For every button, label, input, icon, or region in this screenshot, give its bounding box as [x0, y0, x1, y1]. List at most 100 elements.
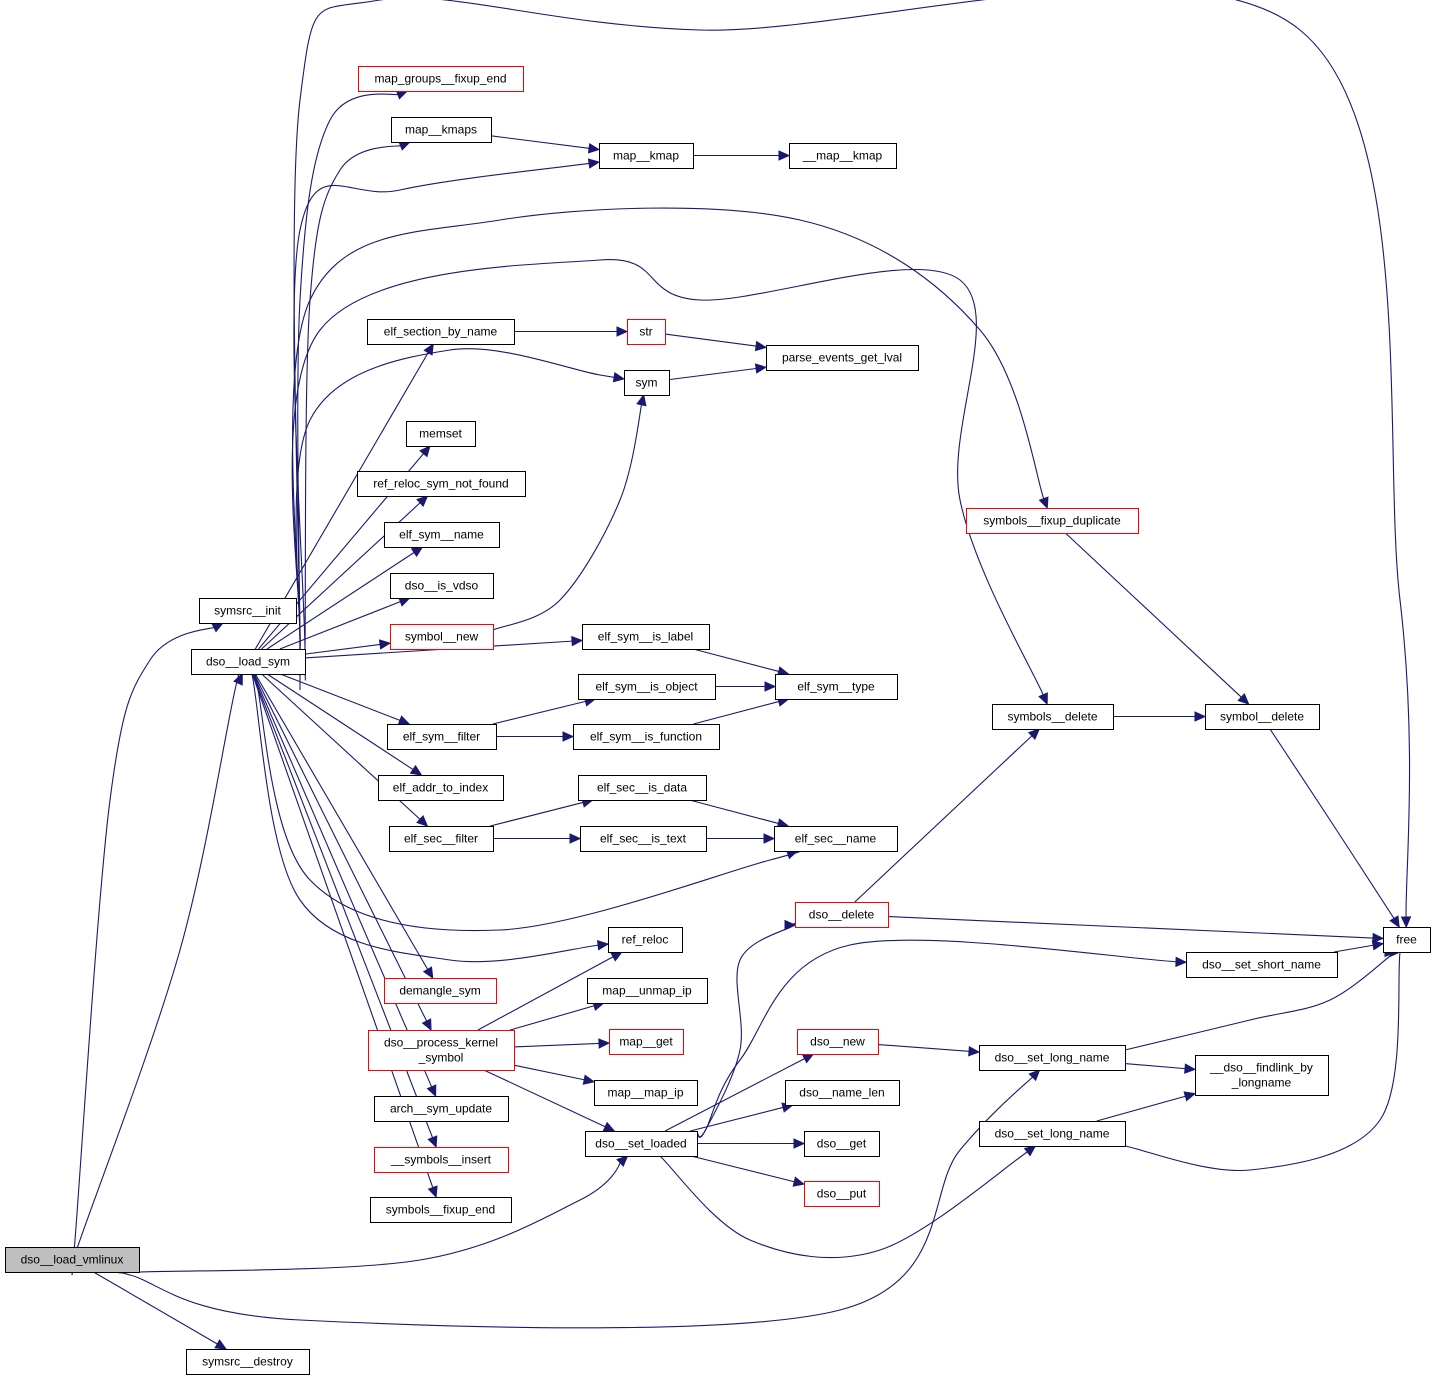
edge-dso__set_long_name_2-to-__dso__findlink_by_longname — [1096, 1091, 1197, 1122]
node-str[interactable]: str — [627, 319, 666, 345]
edge-line — [295, 348, 621, 667]
node-map-map-ip[interactable]: map__map_ip — [594, 1080, 698, 1106]
node-dso-load-vmlinux[interactable]: dso__load_vmlinux — [5, 1247, 140, 1273]
node-dso-findlink-by-longname[interactable]: __dso__findlink_by_longname — [1195, 1055, 1329, 1096]
node-demangle-sym[interactable]: demangle_sym — [384, 978, 497, 1004]
node-dso-delete[interactable]: dso__delete — [795, 902, 889, 928]
node-box — [797, 1029, 879, 1055]
node-dso-get[interactable]: dso__get — [804, 1131, 880, 1157]
node-box — [578, 775, 707, 801]
arrowhead-icon — [778, 150, 791, 161]
node-label: __map__kmap — [802, 149, 883, 163]
node-dso-set-long-name-1[interactable]: dso__set_long_name — [979, 1045, 1126, 1071]
node-dso-set-short-name[interactable]: dso__set_short_name — [1186, 952, 1338, 978]
edge-line — [291, 259, 1044, 696]
node-dso-put[interactable]: dso__put — [804, 1181, 880, 1207]
node-label: symsrc__init — [214, 604, 281, 618]
node-label: dso__set_long_name — [995, 1127, 1110, 1141]
node-box — [979, 1121, 1126, 1147]
edge-line — [1265, 721, 1402, 930]
arrowhead-icon — [569, 833, 582, 844]
edge-dso__load_sym-to-elf_sym__filter — [280, 673, 411, 726]
edge-line — [692, 648, 779, 672]
node-symsrc-init[interactable]: symsrc__init — [199, 598, 297, 624]
node-label: elf_sym__filter — [403, 730, 480, 744]
node-elf-sec-is-data[interactable]: elf_sec__is_data — [578, 775, 707, 801]
edge-dso__set_loaded-to-dso__get — [697, 1138, 806, 1149]
node-dso-set-loaded[interactable]: dso__set_loaded — [585, 1131, 698, 1157]
node-map-kmap[interactable]: __map__kmap — [789, 143, 897, 169]
node-dso-name-len[interactable]: dso__name_len — [785, 1080, 900, 1106]
node-symbol-new[interactable]: symbol__new — [390, 624, 494, 650]
node-elf-sym-is-function[interactable]: elf_sym__is_function — [573, 724, 720, 750]
node-elf-sec-is-text[interactable]: elf_sec__is_text — [580, 826, 707, 852]
node-elf-section-by-name[interactable]: elf_section_by_name — [367, 319, 515, 345]
node-symbol-delete[interactable]: symbol__delete — [1205, 704, 1320, 730]
arrowhead-icon — [1237, 692, 1250, 705]
node-symbols-fixup-duplicate[interactable]: symbols__fixup_duplicate — [966, 508, 1139, 534]
edge-dso__set_long_name_1-to-__dso__findlink_by_longname — [1124, 1063, 1197, 1074]
node-box — [357, 471, 526, 497]
node-label: elf_sec__is_data — [597, 781, 687, 795]
node-label: elf_sym__is_function — [590, 730, 702, 744]
arrowhead-icon — [754, 340, 768, 352]
node-label: elf_section_by_name — [384, 325, 498, 339]
node-elf-sym-type[interactable]: elf_sym__type — [775, 674, 898, 700]
node-dso-set-long-name-2[interactable]: dso__set_long_name — [979, 1121, 1126, 1147]
node-arch-sym-update[interactable]: arch__sym_update — [374, 1096, 509, 1122]
node-dso-new[interactable]: dso__new — [797, 1029, 879, 1055]
nodes-layer: dso__load_vmlinux symsrc__init dso__load_s… — [5, 66, 1431, 1375]
node-label: map__map_ip — [607, 1086, 683, 1100]
node-box — [186, 1349, 310, 1375]
node-elf-sym-is-object[interactable]: elf_sym__is_object — [578, 674, 716, 700]
arrowhead-icon — [562, 731, 575, 742]
node-box — [1186, 952, 1338, 978]
node-elf-sym-name[interactable]: elf_sym__name — [384, 522, 500, 548]
node-label: free — [1396, 933, 1417, 947]
node-map-kmaps[interactable]: map__kmaps — [391, 117, 492, 143]
edge-line — [280, 673, 401, 721]
node-label: arch__sym_update — [390, 1102, 492, 1116]
node-map-get[interactable]: map__get — [609, 1029, 684, 1055]
node-elf-addr-to-index[interactable]: elf_addr_to_index — [378, 775, 504, 801]
arrowhead-icon — [1027, 728, 1041, 741]
node-label: map__kmap — [613, 149, 679, 163]
node-box — [599, 143, 694, 169]
node-symbols-delete[interactable]: symbols__delete — [992, 704, 1114, 730]
node-ref-reloc[interactable]: ref_reloc — [608, 927, 683, 953]
arrowhead-icon — [1028, 1069, 1041, 1082]
node-symbols-fixup-end[interactable]: symbols__fixup_end — [370, 1197, 512, 1223]
node-elf-sym-is-label[interactable]: elf_sym__is_label — [582, 624, 710, 650]
arrowhead-icon — [616, 326, 629, 337]
node-box — [766, 345, 919, 371]
node-elf-sym-filter[interactable]: elf_sym__filter — [387, 724, 497, 750]
node-free[interactable]: free — [1383, 927, 1431, 953]
node-elf-sec-filter[interactable]: elf_sec__filter — [389, 826, 494, 852]
edge-line — [513, 1042, 600, 1048]
edge-map__kmaps-to-map__kmap — [490, 135, 601, 154]
arrowhead-icon — [784, 919, 797, 931]
arrowhead-icon — [763, 833, 776, 844]
arrowhead-icon — [421, 1018, 432, 1032]
node-parse-events-get-lval[interactable]: parse_events_get_lval — [766, 345, 919, 371]
node-memset[interactable]: memset — [406, 421, 476, 447]
node-dso-is-vdso[interactable]: dso__is_vdso — [390, 573, 494, 599]
node-map-kmap[interactable]: map__kmap — [599, 143, 694, 169]
node-dso-process-kernel-symbol[interactable]: dso__process_kernel_symbol — [368, 1030, 515, 1071]
node-ref-reloc-sym-not-found[interactable]: ref_reloc_sym_not_found — [357, 471, 526, 497]
node-dso-load-sym[interactable]: dso__load_sym — [191, 649, 306, 675]
node-symbols-insert[interactable]: __symbols__insert — [374, 1147, 509, 1173]
edge-dso__process_kernel_symbol-to-map__map_ip — [513, 1064, 596, 1085]
node-box — [1195, 1055, 1329, 1096]
node-label: sym — [636, 376, 658, 390]
node-map-groups-fixup-end[interactable]: map_groups__fixup_end — [358, 66, 524, 92]
edge-line — [292, 207, 1045, 676]
edge-line — [297, 93, 399, 676]
node-symsrc-destroy[interactable]: symsrc__destroy — [186, 1349, 310, 1375]
node-sym[interactable]: sym — [624, 370, 670, 396]
node-map-unmap-ip[interactable]: map__unmap_ip — [587, 978, 708, 1004]
edge-dso__load_vmlinux-to-symsrc__destroy — [93, 1271, 228, 1350]
node-elf-sec-name[interactable]: elf_sec__name — [774, 826, 898, 852]
edge-dso__process_kernel_symbol-to-map__unmap_ip — [510, 1000, 605, 1031]
arrowhead-icon — [214, 1339, 228, 1350]
